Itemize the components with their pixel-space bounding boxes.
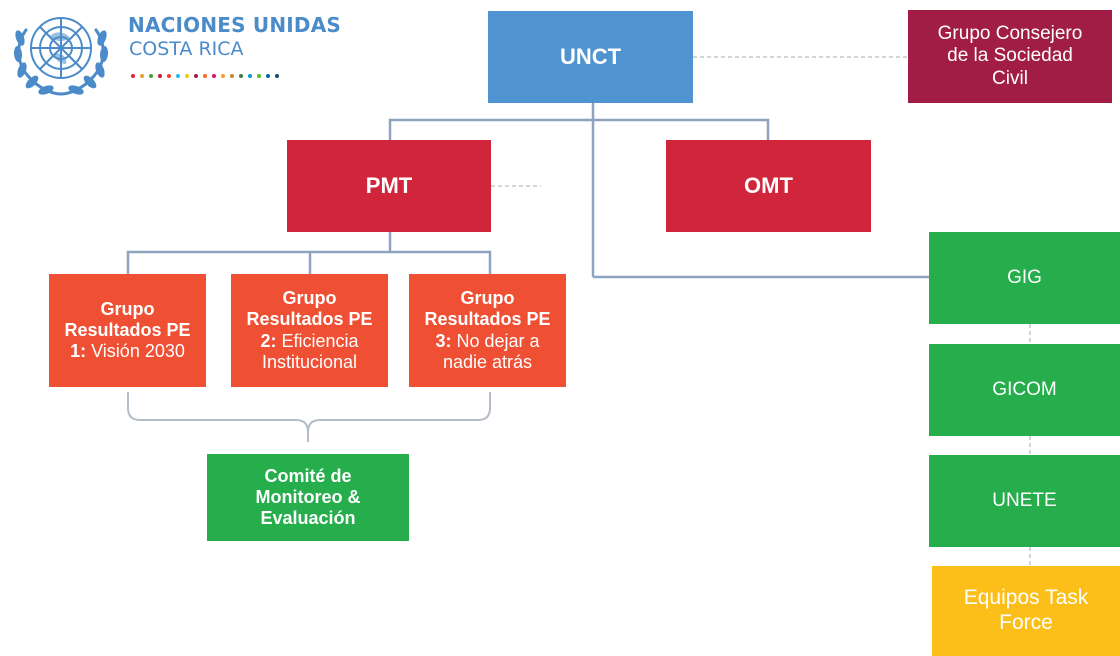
sdg-dot — [176, 74, 180, 78]
group2-line-3: 2: Eficiencia — [260, 331, 358, 352]
unct-box: UNCT — [488, 11, 693, 103]
sdg-dot — [149, 74, 153, 78]
sdg-dot — [194, 74, 198, 78]
sdg-dot — [266, 74, 270, 78]
sdg-dot — [131, 74, 135, 78]
omt-box: OMT — [666, 140, 871, 232]
sdg-dot — [203, 74, 207, 78]
group1-line-2: Resultados PE — [64, 319, 191, 340]
pmt-label: PMT — [365, 173, 413, 199]
sdg-dot — [230, 74, 234, 78]
sdg-dot — [212, 74, 216, 78]
gig-label: GIG — [1007, 266, 1042, 288]
sdg-dot — [185, 74, 189, 78]
group3-line-2: Resultados PE — [424, 309, 551, 330]
unete-box: UNETE — [929, 455, 1120, 547]
unct-label: UNCT — [559, 44, 622, 70]
group3-number: 3: — [435, 330, 452, 351]
task-line-1: Equipos Task — [963, 586, 1089, 610]
group2-title: Eficiencia — [276, 330, 359, 351]
group2-line-2: Resultados PE — [246, 309, 373, 330]
sdg-dot — [275, 74, 279, 78]
sdg-dot — [248, 74, 252, 78]
group2-line-4: Institucional — [261, 351, 358, 372]
logo-name: NACIONES UNIDAS — [128, 13, 342, 37]
group3-title: No dejar a — [451, 330, 540, 351]
sdg-dot — [239, 74, 243, 78]
gig-box: GIG — [929, 232, 1120, 324]
group3-line-3: 3: No dejar a — [435, 331, 539, 352]
civil-line-2: de la Sociedad — [947, 45, 1073, 67]
gicom-box: GICOM — [929, 344, 1120, 436]
results-group-3-box: Grupo Resultados PE 3: No dejar a nadie … — [409, 274, 566, 387]
groups-brace — [127, 392, 491, 442]
pmt-box: PMT — [287, 140, 491, 232]
comite-line-2: Monitoreo & — [255, 486, 361, 507]
unete-label: UNETE — [992, 489, 1057, 511]
group1-line-3: 1: Visión 2030 — [70, 341, 185, 362]
group2-line-1: Grupo — [282, 288, 337, 309]
group1-title: Visión 2030 — [86, 341, 185, 362]
sdg-dot — [221, 74, 225, 78]
sdg-dot — [158, 74, 162, 78]
group1-line-1: Grupo — [100, 298, 155, 319]
task-force-box: Equipos Task Force — [932, 566, 1120, 656]
group3-line-4: nadie atrás — [442, 351, 533, 372]
logo-country: COSTA RICA — [129, 38, 244, 60]
group3-line-1: Grupo — [460, 288, 515, 309]
group1-number: 1: — [70, 341, 87, 362]
comite-line-1: Comité de — [264, 465, 352, 486]
civil-line-1: Grupo Consejero — [937, 22, 1083, 44]
sdg-dot — [167, 74, 171, 78]
omt-label: OMT — [744, 173, 793, 199]
group2-number: 2: — [260, 330, 277, 351]
results-group-2-box: Grupo Resultados PE 2: Eficiencia Instit… — [231, 274, 388, 387]
gicom-label: GICOM — [992, 378, 1057, 400]
civil-line-3: Civil — [992, 67, 1028, 89]
civil-society-box: Grupo Consejero de la Sociedad Civil — [908, 10, 1112, 103]
unct-pmt-omt-connector — [388, 118, 770, 140]
sdg-color-dots — [131, 74, 279, 78]
monitoring-committee-box: Comité de Monitoreo & Evaluación — [207, 454, 409, 541]
sdg-dot — [140, 74, 144, 78]
task-line-2: Force — [999, 611, 1053, 634]
results-group-1-box: Grupo Resultados PE 1: Visión 2030 — [49, 274, 206, 387]
comite-line-3: Evaluación — [260, 508, 356, 529]
sdg-dot — [257, 74, 261, 78]
un-emblem-icon — [13, 17, 109, 96]
